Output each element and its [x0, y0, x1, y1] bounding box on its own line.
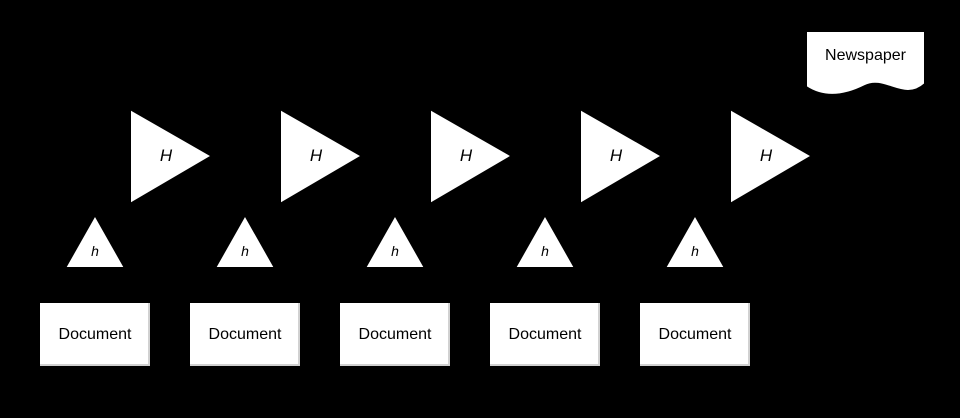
document-label: Document: [508, 325, 582, 343]
document-box-2: Document: [188, 301, 302, 368]
up-triangle-icon: [363, 213, 427, 269]
amplifier-H-5: H: [728, 107, 814, 206]
amplifier-label: H: [459, 145, 473, 165]
filter-h-3: h: [363, 213, 427, 270]
up-triangle-icon: [63, 213, 127, 269]
document-label: Document: [658, 325, 732, 343]
up-triangle-icon: [663, 213, 727, 269]
right-triangle-icon: [129, 107, 214, 206]
document-label: Document: [358, 325, 432, 343]
right-triangle-icon: [429, 107, 514, 206]
right-triangle-icon: [279, 107, 364, 206]
amplifier-H-2: H: [278, 107, 364, 206]
amplifier-H-3: H: [428, 107, 514, 206]
newspaper-label: Newspaper: [825, 47, 906, 64]
document-box-5: Document: [638, 301, 752, 368]
document-shape-icon: [805, 30, 926, 96]
filter-label: h: [391, 243, 399, 259]
filter-h-2: h: [213, 213, 277, 270]
filter-label: h: [241, 243, 249, 259]
right-triangle-icon: [729, 107, 814, 206]
filter-label: h: [91, 243, 99, 259]
document-label: Document: [58, 325, 132, 343]
amplifier-label: H: [609, 145, 623, 165]
amplifier-label: H: [309, 145, 323, 165]
right-triangle-icon: [579, 107, 664, 206]
up-triangle-icon: [213, 213, 277, 269]
amplifier-label: H: [159, 145, 173, 165]
filter-h-5: h: [663, 213, 727, 270]
filter-h-1: h: [63, 213, 127, 270]
amplifier-H-4: H: [578, 107, 664, 206]
amplifier-label: H: [759, 145, 773, 165]
document-box-1: Document: [38, 301, 152, 368]
filter-label: h: [691, 243, 699, 259]
up-triangle-icon: [513, 213, 577, 269]
document-box-4: Document: [488, 301, 602, 368]
document-box-3: Document: [338, 301, 452, 368]
document-label: Document: [208, 325, 282, 343]
filter-h-4: h: [513, 213, 577, 270]
filter-label: h: [541, 243, 549, 259]
amplifier-H-1: H: [128, 107, 214, 206]
newspaper-output: Newspaper: [804, 29, 927, 102]
